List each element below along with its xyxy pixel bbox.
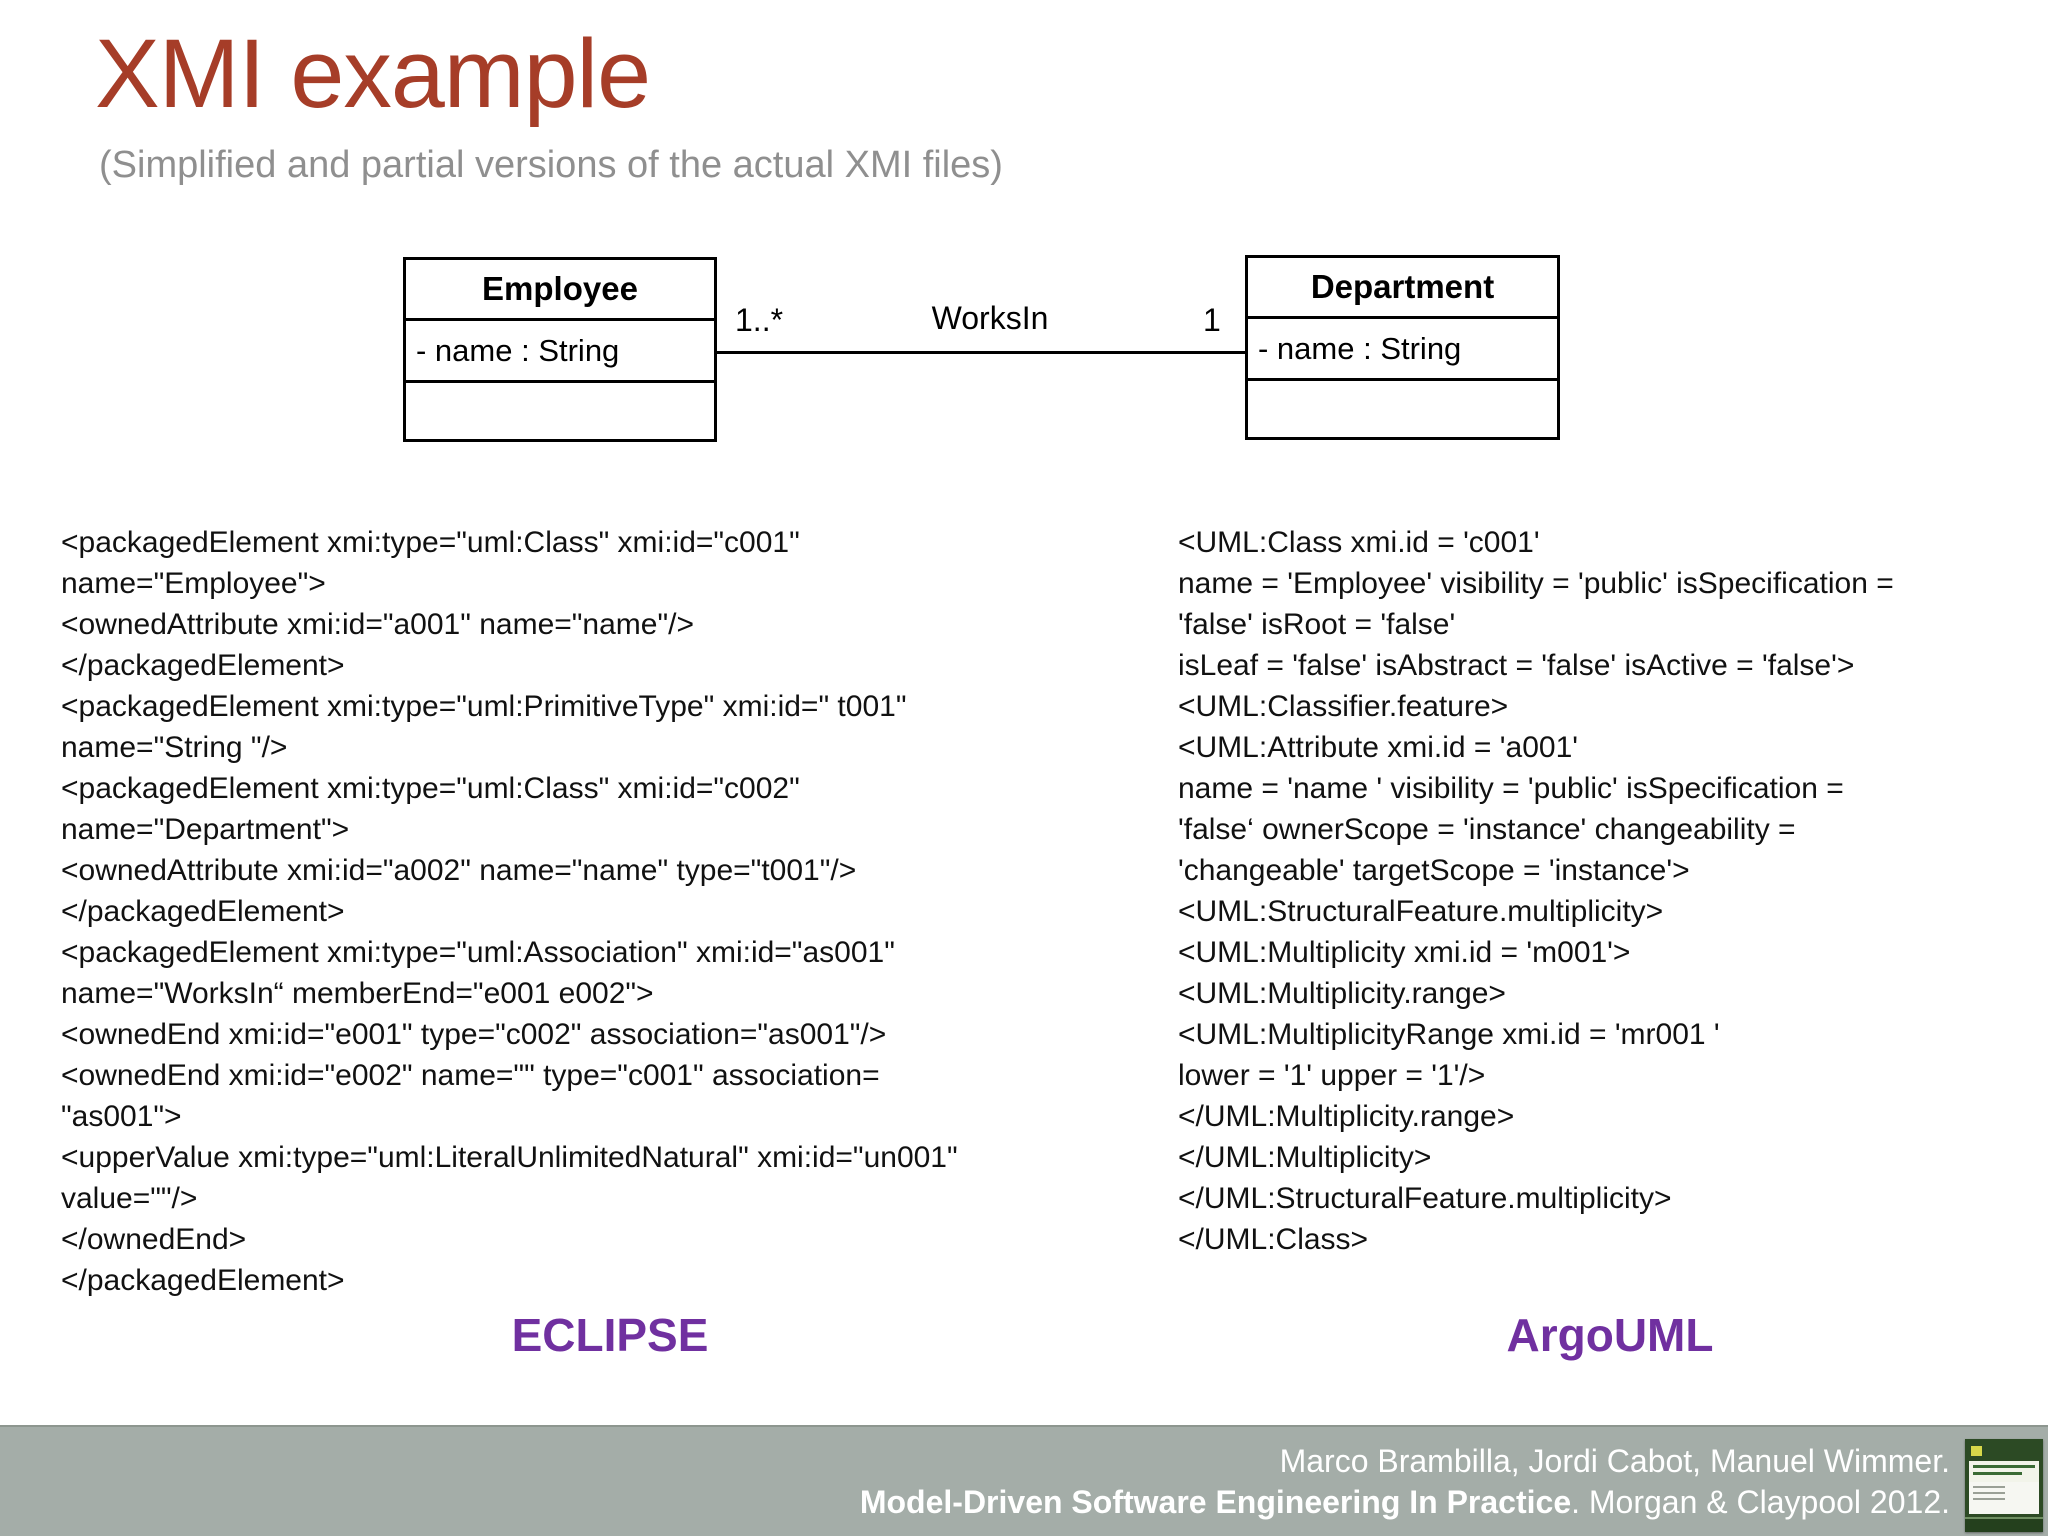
argouml-xmi-code: <UML:Class xmi.id = 'c001' name = 'Employ… — [1178, 522, 1894, 1260]
code-line: 'changeable' targetScope = 'instance'> — [1178, 854, 1690, 887]
association-line — [715, 351, 1247, 354]
code-line: <UML:StructuralFeature.multiplicity> — [1178, 895, 1664, 928]
code-line: </UML:Class> — [1178, 1223, 1369, 1256]
code-line: 'false‘ ownerScope = 'instance' changeab… — [1178, 813, 1796, 846]
code-line: <UML:Multiplicity xmi.id = 'm001'> — [1178, 936, 1631, 969]
book-cover-thumbnail — [1965, 1439, 2043, 1532]
uml-class-department-operations-empty — [1248, 381, 1557, 437]
book-cover-body — [1969, 1482, 2039, 1514]
code-line: name="WorksIn“ memberEnd="e001 e002"> — [61, 977, 654, 1010]
page-title: XMI example — [95, 19, 651, 128]
code-line: value=""/> — [61, 1182, 198, 1215]
page-subtitle: (Simplified and partial versions of the … — [99, 144, 1003, 186]
association-name: WorksIn — [931, 300, 1049, 336]
footer-book-title: Model-Driven Software Engineering In Pra… — [859, 1484, 1572, 1520]
association-multiplicity-right: 1 — [1203, 302, 1221, 338]
code-line: isLeaf = 'false' isAbstract = 'false' is… — [1178, 649, 1855, 682]
code-line: </ownedEnd> — [61, 1223, 247, 1256]
footer-bar: Marco Brambilla, Jordi Cabot, Manuel Wim… — [0, 1425, 2048, 1536]
uml-class-department-name: Department — [1248, 258, 1557, 319]
code-line: <ownedEnd xmi:id="e002" name="" type="c0… — [61, 1059, 880, 1092]
code-line: <packagedElement xmi:type="uml:Class" xm… — [61, 772, 800, 805]
code-line: <UML:Class xmi.id = 'c001' — [1178, 526, 1540, 559]
association-multiplicity-left: 1..* — [735, 302, 784, 338]
code-line: </UML:StructuralFeature.multiplicity> — [1178, 1182, 1672, 1215]
book-cover-bottom-band — [1965, 1517, 2043, 1532]
footer-book-publisher: . Morgan & Claypool 2012. — [1571, 1484, 1950, 1520]
code-line: <UML:MultiplicityRange xmi.id = 'mr001 ' — [1178, 1018, 1720, 1051]
footer-authors: Marco Brambilla, Jordi Cabot, Manuel Wim… — [1279, 1443, 1950, 1479]
code-line: <UML:Attribute xmi.id = 'a001' — [1178, 731, 1578, 764]
code-line: name = 'Employee' visibility = 'public' … — [1178, 567, 1894, 600]
uml-class-department-attribute: - name : String — [1248, 319, 1557, 381]
uml-class-employee-attribute: - name : String — [406, 321, 714, 383]
book-cover-author-line — [1973, 1498, 2005, 1500]
code-line: "as001"> — [61, 1100, 182, 1133]
code-line: <ownedAttribute xmi:id="a002" name="name… — [61, 854, 857, 887]
uml-class-employee-name: Employee — [406, 260, 714, 321]
code-line: <packagedElement xmi:type="uml:Primitive… — [61, 690, 907, 723]
code-line: <ownedAttribute xmi:id="a001" name="name… — [61, 608, 694, 641]
book-cover-author-line — [1973, 1492, 2005, 1494]
code-line: </packagedElement> — [61, 649, 345, 682]
code-line: <ownedEnd xmi:id="e001" type="c002" asso… — [61, 1018, 887, 1051]
code-line: lower = '1' upper = '1'/> — [1178, 1059, 1486, 1092]
uml-class-department: Department - name : String — [1245, 255, 1560, 440]
code-line: </packagedElement> — [61, 895, 345, 928]
uml-class-employee-operations-empty — [406, 383, 714, 439]
code-line: name = 'name ' visibility = 'public' isS… — [1178, 772, 1844, 805]
code-line: <packagedElement xmi:type="uml:Associati… — [61, 936, 895, 969]
eclipse-xmi-code: <packagedElement xmi:type="uml:Class" xm… — [61, 522, 958, 1301]
book-cover-title-band — [1969, 1461, 2039, 1482]
code-line: name="Department"> — [61, 813, 350, 846]
code-line: <packagedElement xmi:type="uml:Class" xm… — [61, 526, 800, 559]
footer-book-reference: Model-Driven Software Engineering In Pra… — [860, 1482, 1950, 1523]
eclipse-label: ECLIPSE — [511, 1309, 709, 1361]
footer-citation: Marco Brambilla, Jordi Cabot, Manuel Wim… — [860, 1441, 1950, 1523]
code-line: 'false' isRoot = 'false' — [1178, 608, 1456, 641]
book-cover-author-line — [1973, 1486, 2005, 1488]
book-cover-logo-square — [1971, 1446, 1982, 1456]
code-line: </UML:Multiplicity> — [1178, 1141, 1432, 1174]
code-line: <UML:Multiplicity.range> — [1178, 977, 1506, 1010]
argouml-label: ArgoUML — [1506, 1309, 1714, 1361]
book-cover-title-line — [1973, 1465, 2035, 1468]
code-line: name="String "/> — [61, 731, 288, 764]
code-line: </packagedElement> — [61, 1264, 345, 1297]
book-cover-title-line — [1973, 1472, 2022, 1475]
code-line: </UML:Multiplicity.range> — [1178, 1100, 1515, 1133]
uml-class-employee: Employee - name : String — [403, 257, 717, 442]
code-line: name="Employee"> — [61, 567, 326, 600]
code-line: <upperValue xmi:type="uml:LiteralUnlimit… — [61, 1141, 958, 1174]
code-line: <UML:Classifier.feature> — [1178, 690, 1509, 723]
